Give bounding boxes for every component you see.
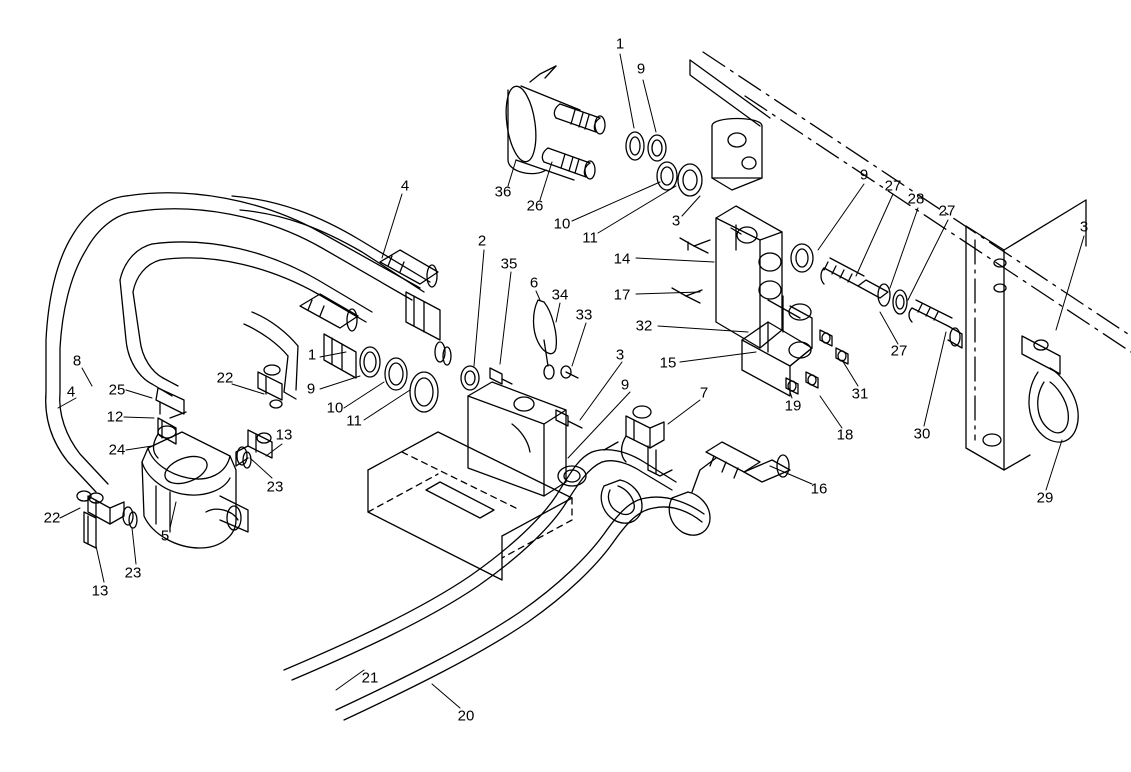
callout-1-top: 1 (615, 35, 625, 53)
callout-31: 31 (851, 385, 869, 403)
lower-right-fittings (603, 405, 791, 493)
callout-17: 17 (613, 286, 631, 304)
callout-7: 7 (699, 384, 709, 402)
callout-3-right: 3 (1079, 218, 1089, 236)
cylinder-assembly-36-26 (505, 65, 606, 181)
callout-27-lower: 27 (890, 342, 908, 360)
callout-8: 8 (72, 352, 82, 370)
fitting-chain-27-28 (785, 243, 963, 395)
callout-15: 15 (659, 354, 677, 372)
callout-9-top: 9 (636, 60, 646, 78)
callout-2: 2 (477, 232, 487, 250)
callout-1-left: 1 (307, 346, 317, 364)
callout-23-left: 23 (124, 564, 142, 582)
callout-9-center: 9 (620, 376, 630, 394)
callout-9-right: 9 (859, 166, 869, 184)
frame-rail-upper-right (689, 51, 1131, 353)
callout-6: 6 (529, 274, 539, 292)
callout-29: 29 (1036, 489, 1054, 507)
center-bracket-6 (460, 299, 583, 497)
callout-10-left: 10 (326, 399, 344, 417)
callout-34: 34 (551, 286, 569, 304)
callout-19: 19 (784, 397, 802, 415)
callout-5: 5 (160, 527, 170, 545)
callout-23-right: 23 (266, 478, 284, 496)
callout-16: 16 (810, 480, 828, 498)
callout-28: 28 (907, 190, 925, 208)
callout-35: 35 (500, 255, 518, 273)
callout-25: 25 (108, 381, 126, 399)
callout-20: 20 (457, 707, 475, 725)
hose-end-fittings-left (299, 249, 452, 413)
right-vertical-post (965, 199, 1087, 471)
callout-32: 32 (635, 317, 653, 335)
callout-4-top: 4 (400, 177, 410, 195)
lower-frame-plate (367, 431, 711, 581)
bracket-15-32 (741, 295, 813, 397)
callout-3-center: 3 (615, 346, 625, 364)
callout-12: 12 (106, 408, 124, 426)
hose-assembly-4-8 (45, 192, 431, 493)
callout-18: 18 (836, 426, 854, 444)
callout-10-top: 10 (553, 215, 571, 233)
callout-3-manifold: 3 (671, 212, 681, 230)
lower-hoses-20-21 (283, 448, 705, 721)
manifold-block-14 (671, 205, 783, 349)
callout-36: 36 (494, 183, 512, 201)
callout-9-left: 9 (306, 380, 316, 398)
callout-27-right: 27 (938, 202, 956, 220)
callout-30: 30 (913, 425, 931, 443)
leader-lines (57, 53, 1085, 709)
callout-21: 21 (361, 669, 379, 687)
washer-stack-top (625, 131, 703, 197)
callout-13-right: 13 (275, 426, 293, 444)
callout-26: 26 (526, 197, 544, 215)
callout-24: 24 (108, 441, 126, 459)
callout-27-upper: 27 (884, 177, 902, 195)
callout-4-left: 4 (66, 383, 76, 401)
callout-14: 14 (613, 250, 631, 268)
callout-11-left: 11 (346, 412, 362, 430)
callout-22-right: 22 (216, 369, 234, 387)
callout-22-left: 22 (43, 509, 61, 527)
callout-33: 33 (575, 306, 593, 324)
callout-11-top: 11 (582, 229, 598, 247)
callout-13-left: 13 (91, 582, 109, 600)
